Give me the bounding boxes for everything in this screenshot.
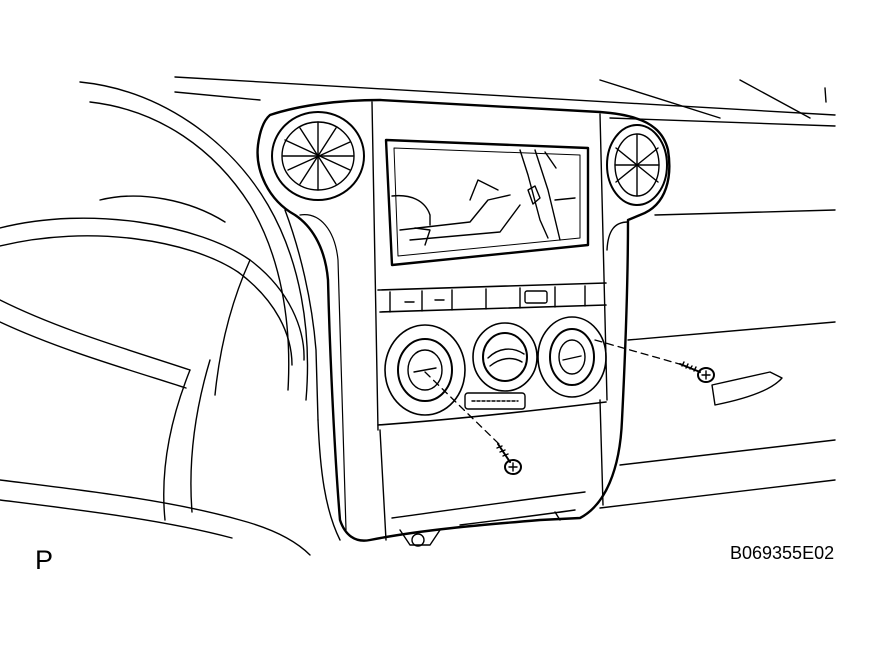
climate-knob-center: [473, 323, 537, 391]
switch-button-row: [378, 283, 606, 312]
left-air-vent: [272, 112, 364, 200]
view-letter-label: P: [35, 545, 54, 575]
lower-panel-trim: [400, 510, 575, 546]
center-cluster-bezel: [258, 100, 670, 541]
screw-right: [680, 362, 714, 382]
screw-leader-lines: [425, 340, 683, 445]
climate-bottom-switch: [465, 393, 525, 409]
climate-knob-right: [538, 317, 606, 397]
display-screen: [386, 140, 588, 265]
dashboard-clip-hole: [712, 372, 782, 405]
steering-wheel: [0, 82, 340, 555]
dashboard-top-edge: [175, 77, 835, 508]
figure-code-label: B069355E02: [730, 543, 835, 563]
climate-knob-left: [385, 325, 465, 415]
right-air-vent: [607, 125, 667, 205]
screw-center: [497, 444, 521, 474]
